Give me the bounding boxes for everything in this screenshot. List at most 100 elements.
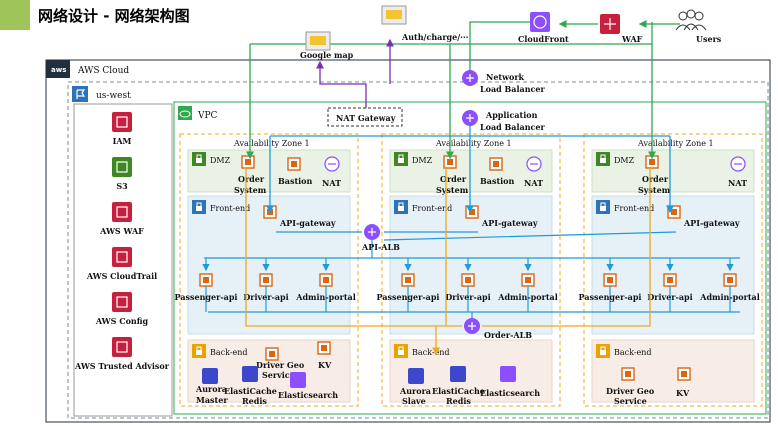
- label-elasticache-line1: ElastiCache: [224, 386, 277, 396]
- service-chip-admin_portal: [521, 273, 535, 287]
- label-dmz: DMZ: [412, 156, 433, 165]
- label-elasticsearch: Elasticsearch: [278, 390, 338, 400]
- backend-lock-icon: [394, 344, 408, 358]
- availability-zone-3: Availability Zone 1DMZFront-endBack-endO…: [579, 133, 763, 407]
- dmz-lock-icon: [596, 152, 610, 166]
- label-order-line2: System: [234, 185, 267, 195]
- label-order-line1: Order: [642, 174, 669, 184]
- alb-label-1: Application: [485, 110, 538, 120]
- service-chip-admin_portal: [319, 273, 333, 287]
- nat-icon: [324, 156, 340, 172]
- label-order-line2: System: [436, 185, 469, 195]
- nlb-label-1: Network: [486, 72, 525, 82]
- kv-icon: [317, 341, 331, 355]
- frontend-lock-icon: [192, 200, 206, 214]
- backend-lock-icon: [192, 344, 206, 358]
- google-map-node: Google map: [300, 31, 354, 60]
- service-item: IAM: [112, 112, 132, 146]
- page-title: 网络设计 - 网络架构图: [38, 7, 190, 25]
- label-services-5: AWS Trusted Advisor: [74, 361, 170, 371]
- service-icon: [112, 157, 132, 177]
- elasticsearch-icon: [500, 366, 516, 382]
- driver-geo-icon: [265, 347, 279, 361]
- auth-node: Auth/charge/···: [381, 5, 469, 42]
- label-zone-label: Availability Zone 1: [435, 139, 512, 148]
- label-dmz: DMZ: [210, 156, 231, 165]
- orange-line-order-left: [245, 168, 462, 327]
- label-nat: NAT: [728, 178, 747, 188]
- services-panel: [73, 103, 173, 417]
- availability-zone-1: Availability Zone 1DMZFront-endBack-endO…: [175, 133, 359, 407]
- label-kv: KV: [676, 388, 690, 398]
- api-alb-node: API-ALB: [361, 224, 400, 252]
- backend-lock-icon: [596, 344, 610, 358]
- alb-node: Application Load Balancer: [462, 110, 545, 132]
- label-backend: Back-end: [210, 348, 248, 357]
- region-box: [67, 81, 769, 419]
- label-elasticache-line2: Redis: [242, 396, 267, 406]
- label-kv: KV: [318, 360, 332, 370]
- service-item: AWS CloudTrail: [86, 247, 157, 281]
- label-driver-geo-line2: Service: [614, 396, 647, 406]
- users-node: Users: [675, 9, 722, 44]
- label-driver-api: Driver-api: [445, 292, 490, 302]
- kv-icon: [677, 367, 691, 381]
- dmz-lock-icon: [192, 152, 206, 166]
- service-chip-driver_api: [663, 273, 677, 287]
- label-bastion: Bastion: [480, 176, 515, 186]
- service-icon: [112, 247, 132, 267]
- label-services-4: AWS Config: [95, 316, 149, 326]
- orange-line-order-right: [482, 168, 651, 327]
- aws-cloud-label: AWS Cloud: [77, 66, 129, 76]
- label-admin-portal: Admin-portal: [295, 292, 356, 302]
- label-backend: Back-end: [614, 348, 652, 357]
- label-passenger-api: Passenger-api: [579, 292, 642, 302]
- label-aurora-master-line1: Aurora: [195, 384, 227, 394]
- availability-zone-2: Availability Zone 1DMZFront-endBack-endO…: [377, 133, 561, 407]
- auth-charge-label: Auth/charge/···: [401, 32, 469, 42]
- api-alb-label: API-ALB: [361, 242, 400, 252]
- waf-node: WAF: [600, 14, 643, 44]
- label-admin-portal: Admin-portal: [699, 292, 760, 302]
- bastion-icon: [287, 157, 301, 171]
- service-icon: [112, 292, 132, 312]
- label-aurora-slave-line1: Aurora: [399, 386, 431, 396]
- waf-label: WAF: [621, 34, 643, 44]
- google-map-label: Google map: [300, 50, 354, 60]
- order-system-icon: [241, 155, 255, 169]
- api-gateway-icon: [465, 205, 479, 219]
- svg-text:aws: aws: [51, 66, 66, 74]
- connection-lines: [204, 20, 740, 356]
- label-aurora-master-line2: Master: [196, 395, 228, 405]
- vpc-label: VPC: [197, 111, 218, 121]
- label-driver-geo-line1: Driver Geo: [256, 360, 305, 370]
- alb-label-2: Load Balancer: [480, 122, 545, 132]
- elasticsearch-icon: [290, 372, 306, 388]
- nat-icon: [526, 156, 542, 172]
- service-item: AWS Config: [95, 292, 149, 326]
- aurora-icon: [202, 368, 218, 384]
- elasticache-icon: [242, 366, 258, 382]
- service-chip-passenger_api: [603, 273, 617, 287]
- label-backend: Back-end: [412, 348, 450, 357]
- order-alb-label: Order-ALB: [484, 330, 532, 340]
- label-driver-api: Driver-api: [647, 292, 692, 302]
- users-label: Users: [696, 34, 722, 44]
- label-services-1: S3: [116, 181, 128, 191]
- label-driver-geo-line2: Service: [262, 370, 295, 380]
- blue-line-gw-to-apialb: [276, 231, 677, 241]
- purple-line: [316, 60, 367, 108]
- label-frontend: Front-end: [210, 204, 250, 213]
- label-api-gateway: API-gateway: [481, 218, 538, 228]
- frontend-lock-icon: [394, 200, 408, 214]
- service-chip-admin_portal: [723, 273, 737, 287]
- service-icon: [112, 202, 132, 222]
- label-nat: NAT: [524, 178, 543, 188]
- service-item: AWS WAF: [99, 202, 144, 236]
- nlb-label-2: Load Balancer: [480, 84, 545, 94]
- service-chip-driver_api: [259, 273, 273, 287]
- label-zone-label: Availability Zone 1: [233, 139, 310, 148]
- label-elasticache-line1: ElastiCache: [432, 386, 485, 396]
